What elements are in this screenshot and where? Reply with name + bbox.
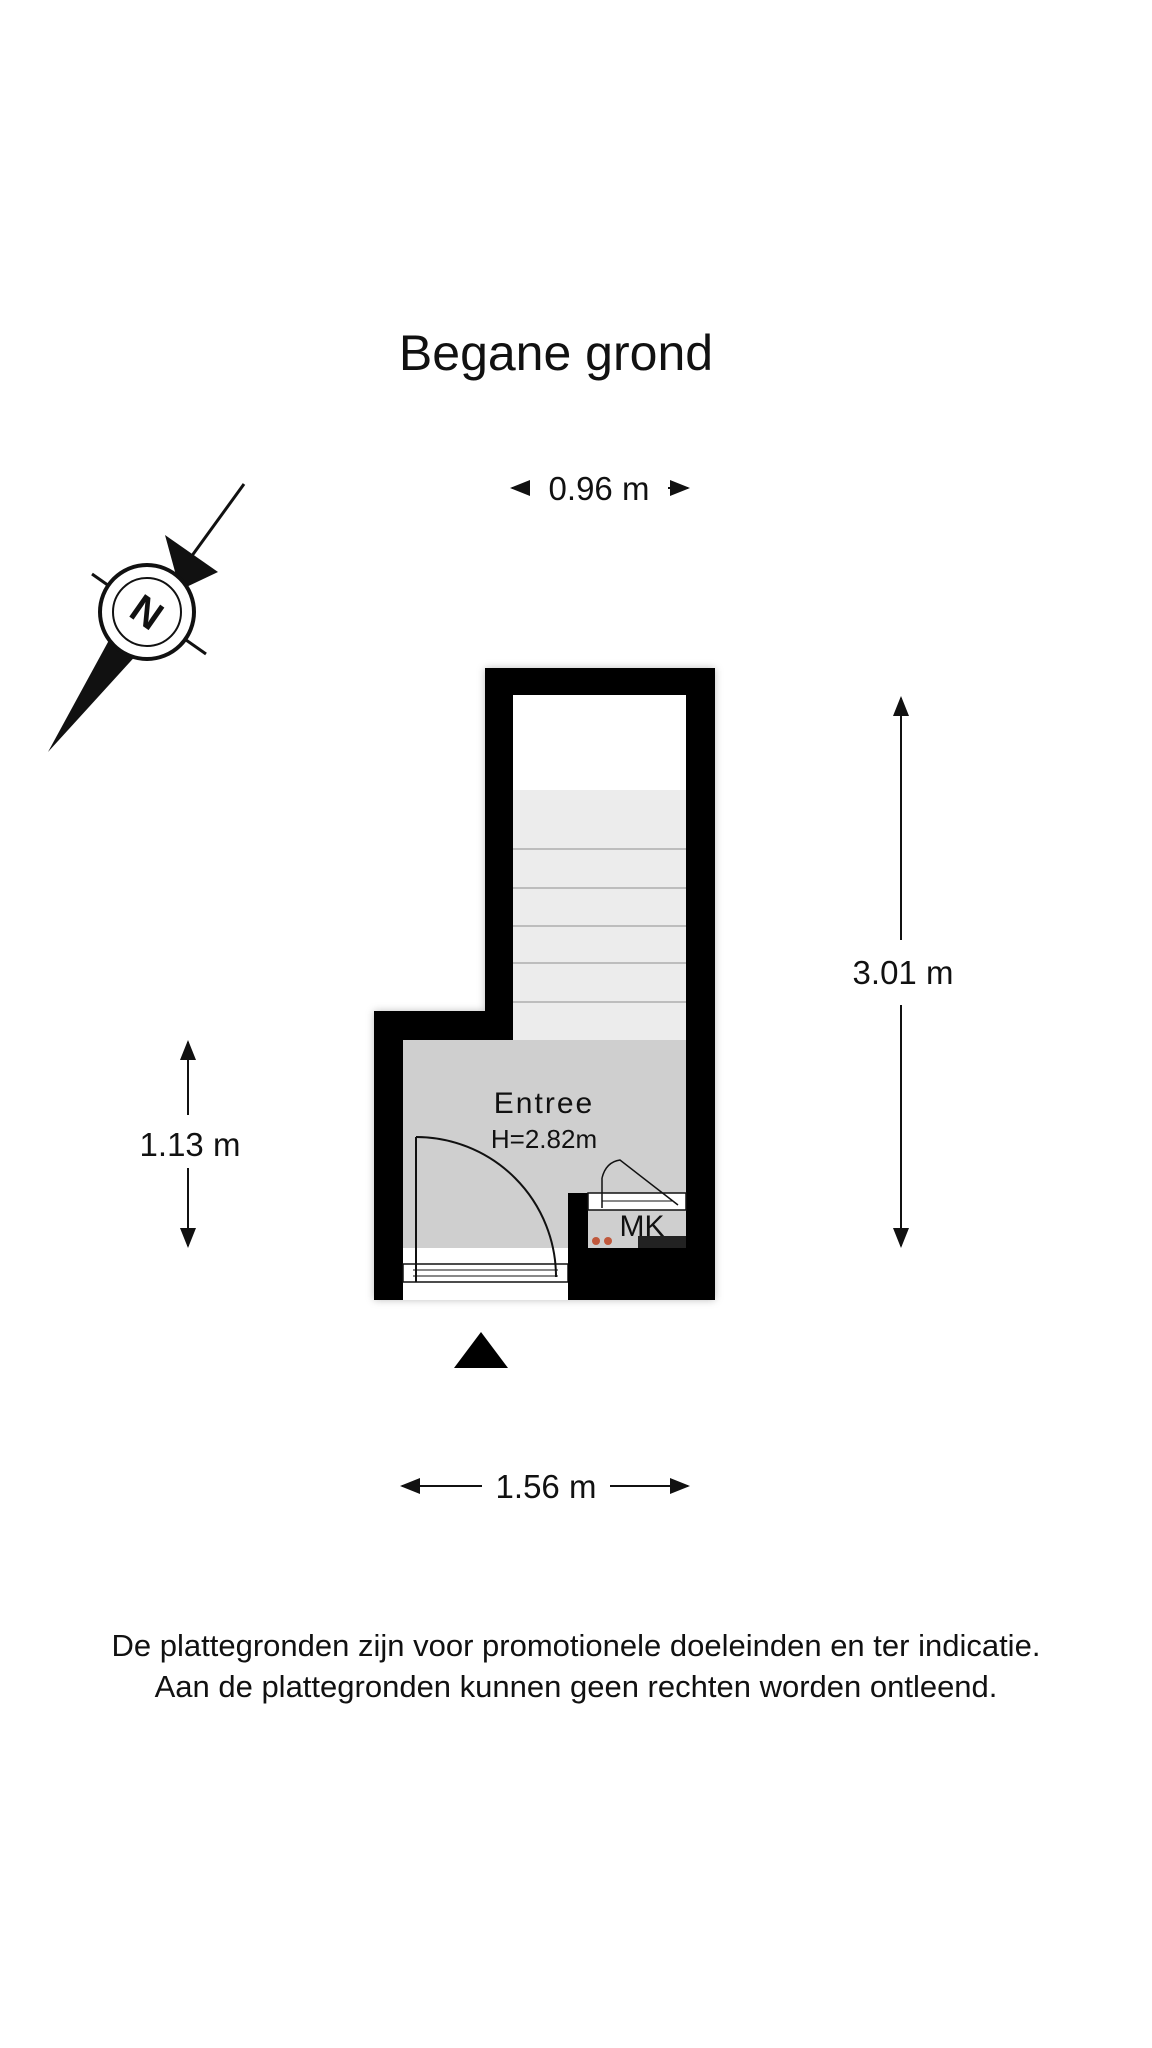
meter-cupboard: MK	[568, 1159, 687, 1300]
dimension-label: 1.56 m	[496, 1468, 597, 1505]
dimension-label: 3.01 m	[853, 954, 954, 991]
disclaimer-line-1: De plattegronden zijn voor promotionele …	[112, 1628, 1041, 1663]
stair-landing	[513, 695, 686, 790]
room-label-mk: MK	[620, 1210, 665, 1243]
entrance-door	[402, 1136, 569, 1300]
dimension-right-height: 3.01 m	[853, 696, 954, 1248]
staircase	[513, 790, 686, 1040]
dimension-top-width: 0.96 m	[510, 470, 690, 507]
compass-north-icon: N	[48, 483, 246, 752]
room-height-entree: H=2.82m	[491, 1124, 597, 1154]
disclaimer-line-2: Aan de plattegronden kunnen geen rechten…	[155, 1669, 998, 1704]
dimension-bottom-width: 1.56 m	[400, 1468, 690, 1505]
dimension-left-height: 1.13 m	[140, 1040, 241, 1248]
entrance-arrow-icon	[454, 1332, 508, 1368]
floor-title: Begane grond	[399, 325, 713, 381]
dimension-label: 1.13 m	[140, 1126, 241, 1163]
dimension-label: 0.96 m	[549, 470, 650, 507]
room-label-entree: Entree	[494, 1087, 594, 1120]
